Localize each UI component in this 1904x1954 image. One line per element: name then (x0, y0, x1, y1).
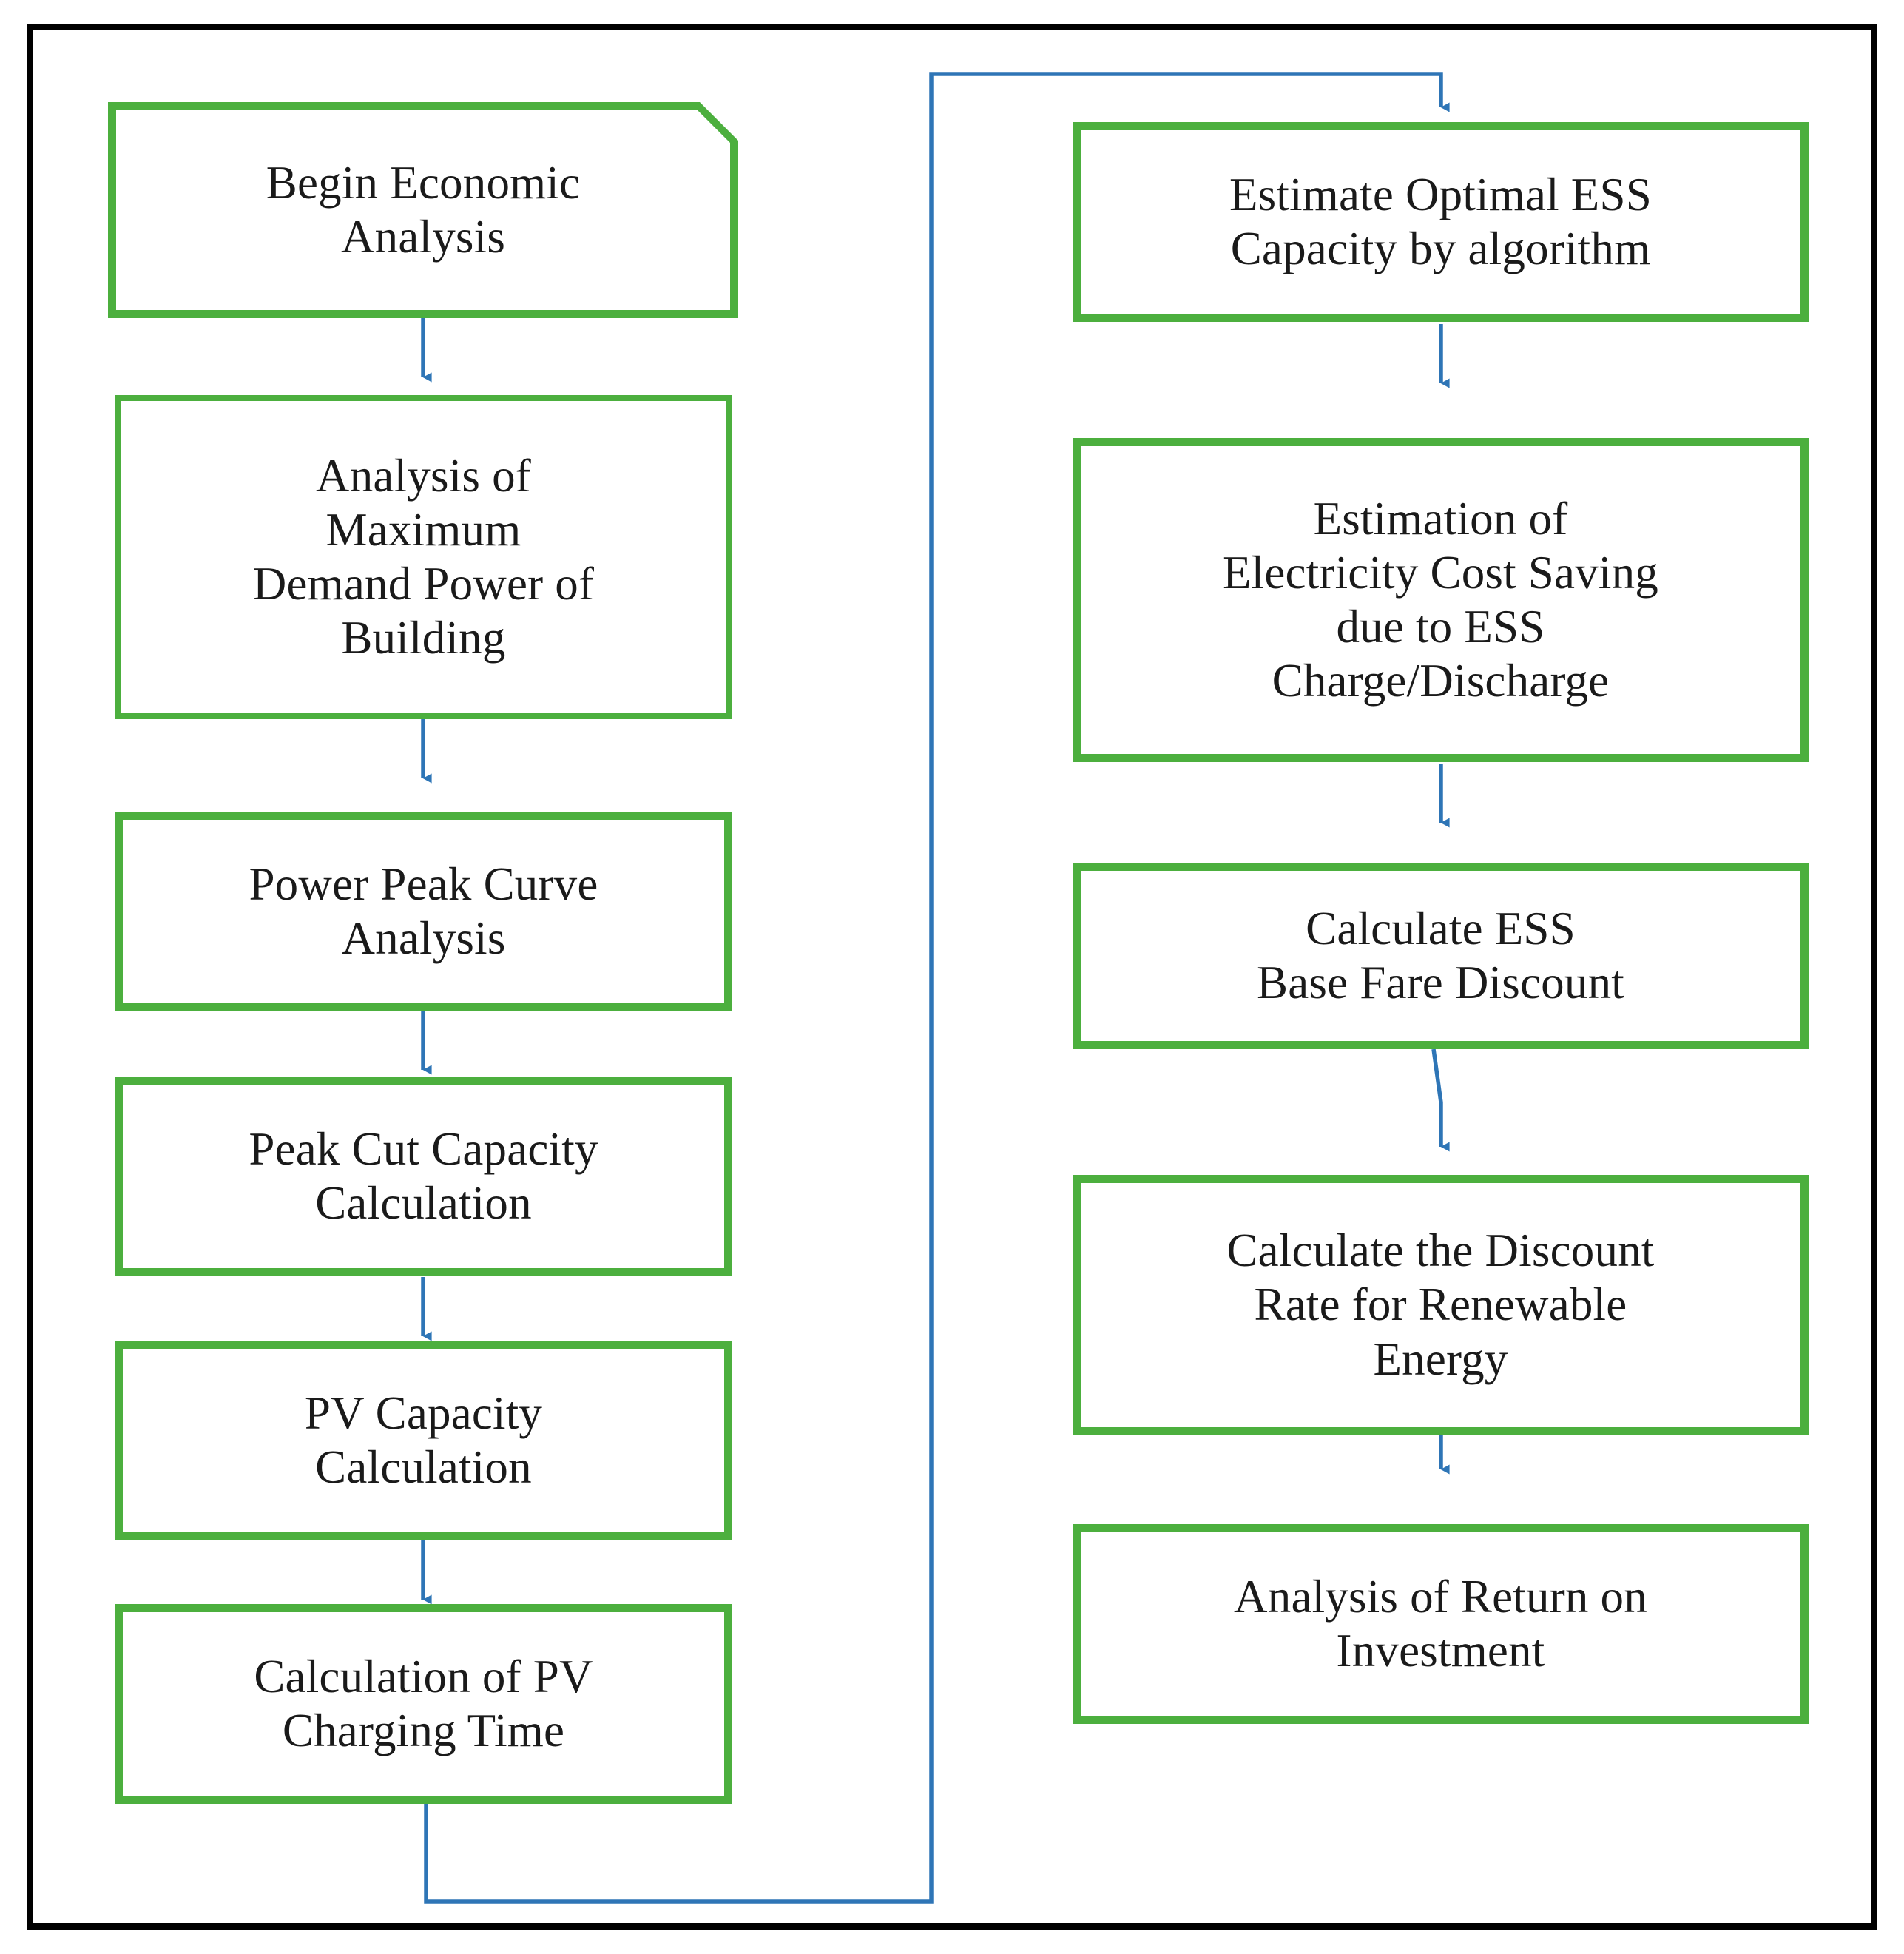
node-calculation-of-pv-charging-time[interactable]: Calculation of PV Charging Time (115, 1604, 732, 1804)
node-analysis-of-return-on-investment[interactable]: Analysis of Return on Investment (1073, 1524, 1809, 1724)
node-begin-economic-analysis-label: Begin Economic Analysis (116, 110, 730, 310)
node-pv-capacity-calculation[interactable]: PV Capacity Calculation (115, 1341, 732, 1540)
node-begin-economic-analysis[interactable]: Begin Economic Analysis (108, 102, 738, 318)
node-analysis-max-demand-power[interactable]: Analysis of Maximum Demand Power of Buil… (115, 395, 732, 719)
node-estimate-optimal-ess-capacity[interactable]: Estimate Optimal ESS Capacity by algorit… (1073, 122, 1809, 322)
node-calculate-discount-rate-renewable[interactable]: Calculate the Discount Rate for Renewabl… (1073, 1175, 1809, 1435)
node-peak-cut-capacity-calculation[interactable]: Peak Cut Capacity Calculation (115, 1077, 732, 1276)
node-power-peak-curve-analysis[interactable]: Power Peak Curve Analysis (115, 812, 732, 1011)
node-estimation-electricity-cost-saving[interactable]: Estimation of Electricity Cost Saving du… (1073, 438, 1809, 762)
node-calculate-ess-base-fare-discount[interactable]: Calculate ESS Base Fare Discount (1073, 863, 1809, 1049)
